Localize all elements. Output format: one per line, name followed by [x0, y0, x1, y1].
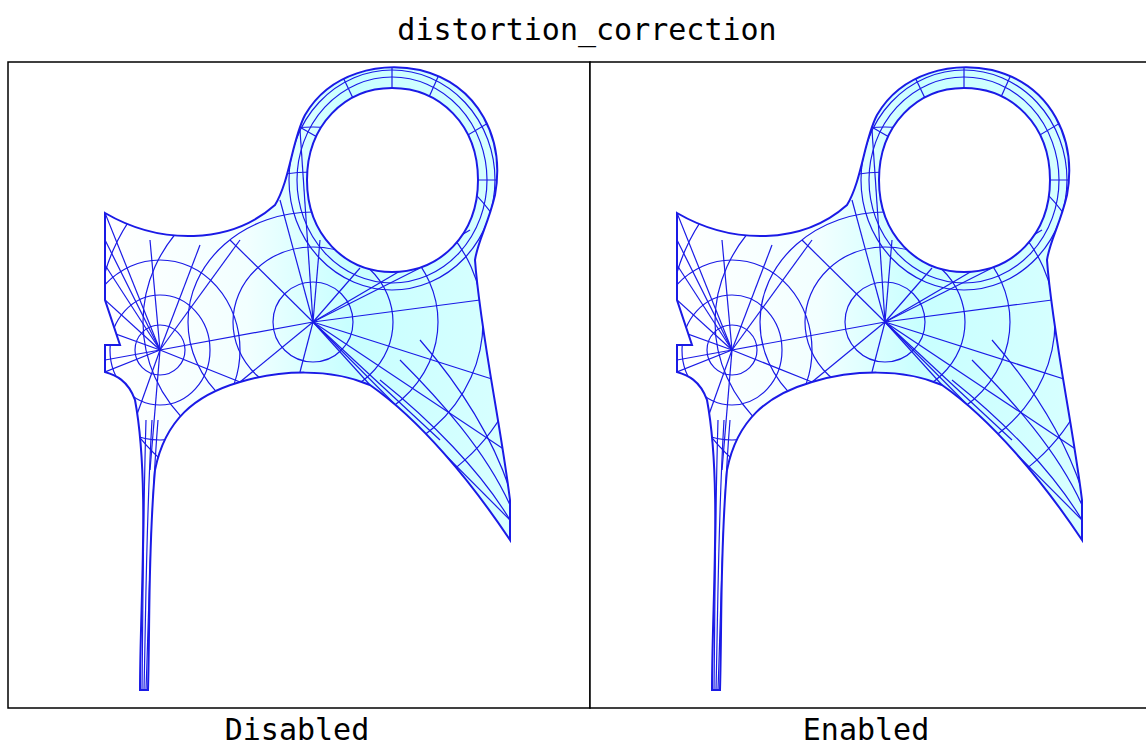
panel-label: Enabled [803, 712, 929, 748]
panel-label: Disabled [225, 712, 370, 748]
mesh-disabled [80, 40, 528, 690]
mesh-enabled [652, 40, 1100, 690]
figure-title: distortion_correction [397, 12, 776, 48]
